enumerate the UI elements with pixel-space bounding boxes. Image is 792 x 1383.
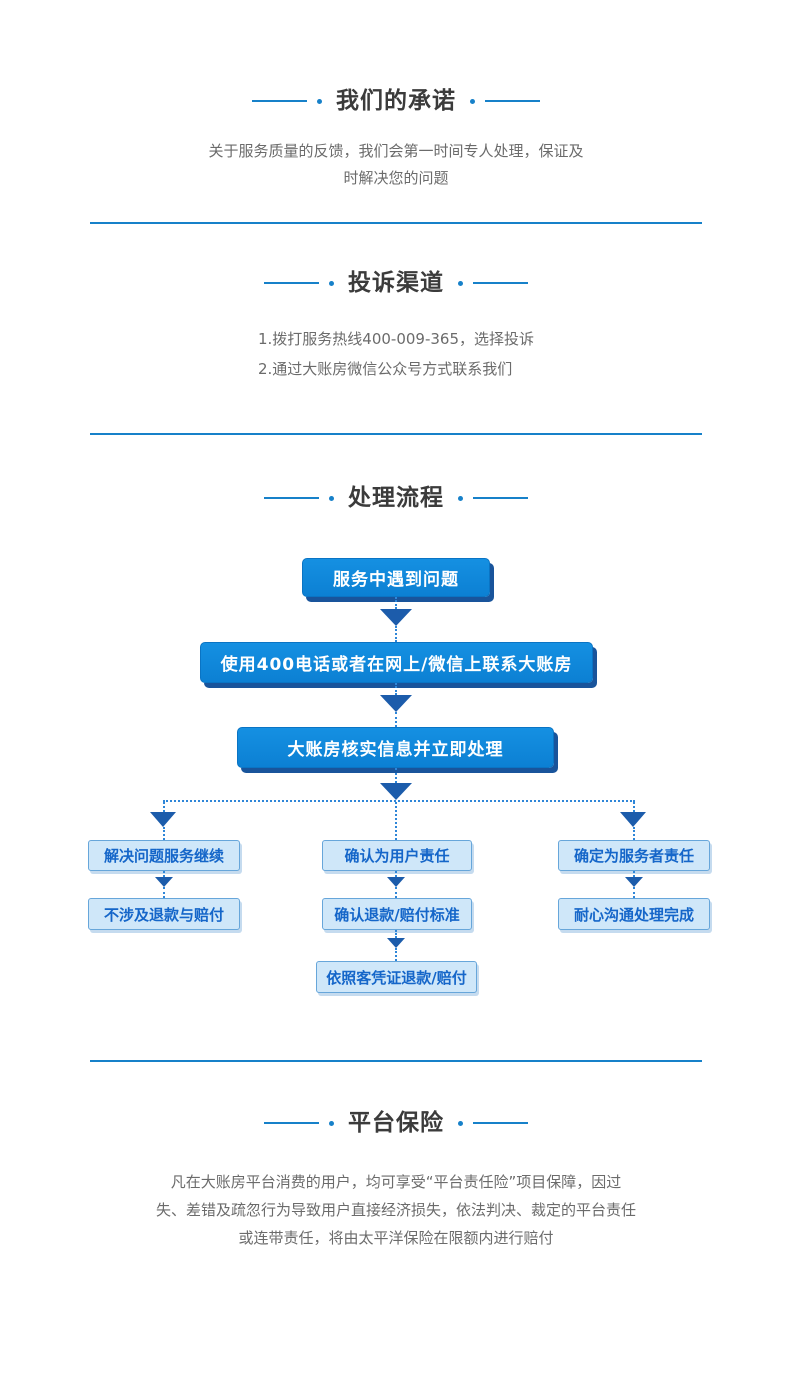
heading-dot-left bbox=[317, 98, 322, 104]
insurance-text-line1: 凡在大账房平台消费的用户，均可享受“平台责任险”项目保障，因过 bbox=[170, 1173, 622, 1191]
arrow-down-icon bbox=[387, 877, 405, 887]
insurance-heading: 平台保险 bbox=[0, 1110, 792, 1136]
heading-line-left bbox=[264, 282, 319, 284]
channels-title: 投诉渠道 bbox=[348, 270, 444, 296]
process-flowchart: 服务中遇到问题 使用400电话或者在网上/微信上联系大账房 大账房核实信息并立即… bbox=[0, 545, 792, 1000]
arrow-down-icon bbox=[380, 783, 412, 800]
channels-heading: 投诉渠道 bbox=[0, 270, 792, 296]
insurance-title: 平台保险 bbox=[348, 1110, 444, 1136]
connector-line bbox=[633, 887, 635, 898]
connector-line bbox=[395, 768, 397, 783]
heading-line-right bbox=[473, 282, 528, 284]
channels-item-1: 1.拨打服务热线400-009-365，选择投诉 bbox=[257, 330, 535, 348]
page: 我们的承诺 关于服务质量的反馈，我们会第一时间专人处理，保证及 时解决您的问题 … bbox=[0, 88, 792, 1252]
branch-line bbox=[163, 800, 635, 802]
flow-step-verify: 大账房核实信息并立即处理 bbox=[237, 727, 554, 768]
connector-line bbox=[395, 683, 397, 695]
branch-middle-box-1: 确认为用户责任 bbox=[322, 840, 472, 871]
heading-line-right bbox=[485, 100, 540, 102]
connector-line bbox=[395, 626, 397, 642]
connector-line bbox=[633, 802, 635, 812]
promise-text-line2: 时解决您的问题 bbox=[343, 169, 449, 187]
arrow-down-icon bbox=[150, 812, 176, 827]
promise-text: 关于服务质量的反馈，我们会第一时间专人处理，保证及 时解决您的问题 bbox=[0, 138, 792, 192]
section-promise: 我们的承诺 关于服务质量的反馈，我们会第一时间专人处理，保证及 时解决您的问题 bbox=[0, 88, 792, 192]
heading-dot-left bbox=[329, 280, 334, 286]
branch-left-box-1: 解决问题服务继续 bbox=[88, 840, 240, 871]
connector-line bbox=[633, 871, 635, 877]
arrow-down-icon bbox=[625, 877, 643, 887]
connector-line bbox=[163, 871, 165, 877]
arrow-down-icon bbox=[380, 609, 412, 626]
section-insurance: 平台保险 凡在大账房平台消费的用户，均可享受“平台责任险”项目保障，因过 失、差… bbox=[0, 1110, 792, 1252]
branch-right-box-2: 耐心沟通处理完成 bbox=[558, 898, 710, 930]
branch-middle-box-3: 依照客凭证退款/赔付 bbox=[316, 961, 477, 993]
heading-line-left bbox=[264, 1122, 319, 1124]
heading-line-right bbox=[473, 1122, 528, 1124]
insurance-text-line3: 或连带责任，将由太平洋保险在限额内进行赔付 bbox=[238, 1229, 554, 1247]
heading-line-right bbox=[473, 497, 528, 499]
connector-line bbox=[395, 597, 397, 609]
heading-dot-right bbox=[458, 495, 463, 501]
heading-dot-left bbox=[329, 495, 334, 501]
branch-middle-box-2: 确认退款/赔付标准 bbox=[322, 898, 472, 930]
flow-step-contact: 使用400电话或者在网上/微信上联系大账房 bbox=[200, 642, 593, 683]
section-process: 处理流程 服务中遇到问题 使用400电话或者在网上/微信上联系大账房 大账房核实… bbox=[0, 485, 792, 1000]
connector-line bbox=[395, 802, 397, 840]
section-divider bbox=[90, 433, 702, 435]
channels-list: 1.拨打服务热线400-009-365，选择投诉 2.通过大账房微信公众号方式联… bbox=[258, 324, 534, 384]
connector-line bbox=[395, 712, 397, 727]
process-title: 处理流程 bbox=[348, 485, 444, 511]
branch-right-box-1: 确定为服务者责任 bbox=[558, 840, 710, 871]
promise-text-line1: 关于服务质量的反馈，我们会第一时间专人处理，保证及 bbox=[208, 142, 584, 160]
connector-line bbox=[163, 802, 165, 812]
channels-item-2: 2.通过大账房微信公众号方式联系我们 bbox=[257, 360, 513, 378]
process-heading: 处理流程 bbox=[0, 485, 792, 511]
promise-heading: 我们的承诺 bbox=[0, 88, 792, 114]
connector-line bbox=[163, 887, 165, 898]
connector-line bbox=[395, 871, 397, 877]
heading-dot-right bbox=[470, 98, 475, 104]
section-divider bbox=[90, 222, 702, 224]
flow-step-problem: 服务中遇到问题 bbox=[302, 558, 490, 597]
section-channels: 投诉渠道 1.拨打服务热线400-009-365，选择投诉 2.通过大账房微信公… bbox=[0, 270, 792, 384]
connector-line bbox=[395, 887, 397, 898]
arrow-down-icon bbox=[387, 938, 405, 948]
insurance-text-line2: 失、差错及疏忽行为导致用户直接经济损失，依法判决、裁定的平台责任 bbox=[155, 1201, 636, 1219]
connector-line bbox=[395, 930, 397, 938]
arrow-down-icon bbox=[155, 877, 173, 887]
heading-line-left bbox=[264, 497, 319, 499]
insurance-text: 凡在大账房平台消费的用户，均可享受“平台责任险”项目保障，因过 失、差错及疏忽行… bbox=[0, 1168, 792, 1252]
arrow-down-icon bbox=[380, 695, 412, 712]
section-divider bbox=[90, 1060, 702, 1062]
arrow-down-icon bbox=[620, 812, 646, 827]
branch-left-box-2: 不涉及退款与赔付 bbox=[88, 898, 240, 930]
heading-dot-left bbox=[329, 1120, 334, 1126]
connector-line bbox=[395, 948, 397, 961]
connector-line bbox=[163, 827, 165, 840]
heading-line-left bbox=[252, 100, 307, 102]
heading-dot-right bbox=[458, 1120, 463, 1126]
connector-line bbox=[633, 827, 635, 840]
heading-dot-right bbox=[458, 280, 463, 286]
promise-title: 我们的承诺 bbox=[336, 88, 456, 114]
